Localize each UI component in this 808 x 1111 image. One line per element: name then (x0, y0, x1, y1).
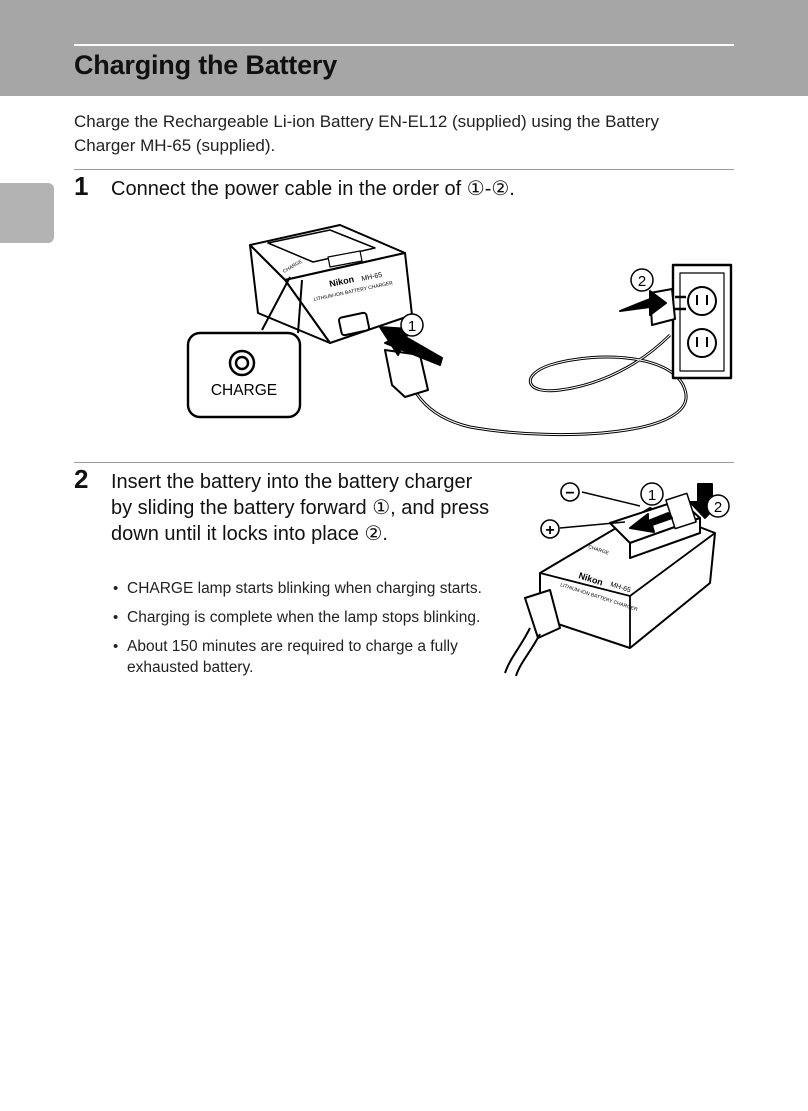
ac-connector (524, 589, 561, 639)
arrow-2 (619, 290, 667, 316)
figure-connect-power-cable: CHARGE Nikon MH-65 LITHIUM-ION BATTERY C… (186, 224, 733, 437)
marker-1 (400, 313, 424, 337)
power-cord (504, 627, 541, 677)
marker-2 (630, 268, 654, 292)
step-2-text: Insert the battery into the battery char… (111, 471, 490, 545)
charger-ac-inlet (337, 311, 371, 337)
side-tab (0, 183, 54, 243)
step-1-text: Connect the power cable in the order of … (111, 178, 515, 200)
plus-label: + (545, 522, 554, 539)
charger-model: MH-65 (361, 272, 383, 283)
intro-paragraph: Charge the Rechargeable Li-ion Battery E… (74, 112, 659, 155)
minus-label: − (565, 485, 574, 502)
marker-1-label: 1 (408, 318, 416, 335)
charge-lamp-icon (228, 349, 256, 377)
header-band (0, 0, 808, 96)
minus-marker (560, 482, 580, 502)
slide-arrow (629, 512, 673, 533)
plus-marker (540, 519, 560, 539)
note-item: About 150 minutes are required to charge… (111, 636, 491, 678)
note-item: Charging is complete when the lamp stops… (111, 607, 491, 628)
note-item: CHARGE lamp starts blinking when chargin… (111, 578, 491, 599)
marker-1-label: 1 (648, 487, 656, 504)
marker-1 (640, 482, 664, 506)
page-title: Charging the Battery (74, 50, 338, 80)
charge-callout-label: CHARGE (211, 382, 277, 399)
marker-2-label: 2 (638, 273, 646, 290)
step-2-notes: CHARGE lamp starts blinking when chargin… (111, 578, 491, 686)
callout-lines (261, 276, 303, 334)
marker-2-label: 2 (714, 499, 722, 516)
divider-step-2 (74, 462, 734, 463)
step-2-number: 2 (74, 464, 89, 494)
charger-left-side (249, 244, 331, 344)
figure-insert-battery: − + 1 2 Nikon MH-65 LITHIUM-ION BATTERY … (504, 482, 730, 677)
step-1-number: 1 (74, 171, 89, 201)
divider-step-1 (74, 169, 734, 170)
header-rule (74, 44, 734, 46)
marker-2 (706, 494, 730, 518)
